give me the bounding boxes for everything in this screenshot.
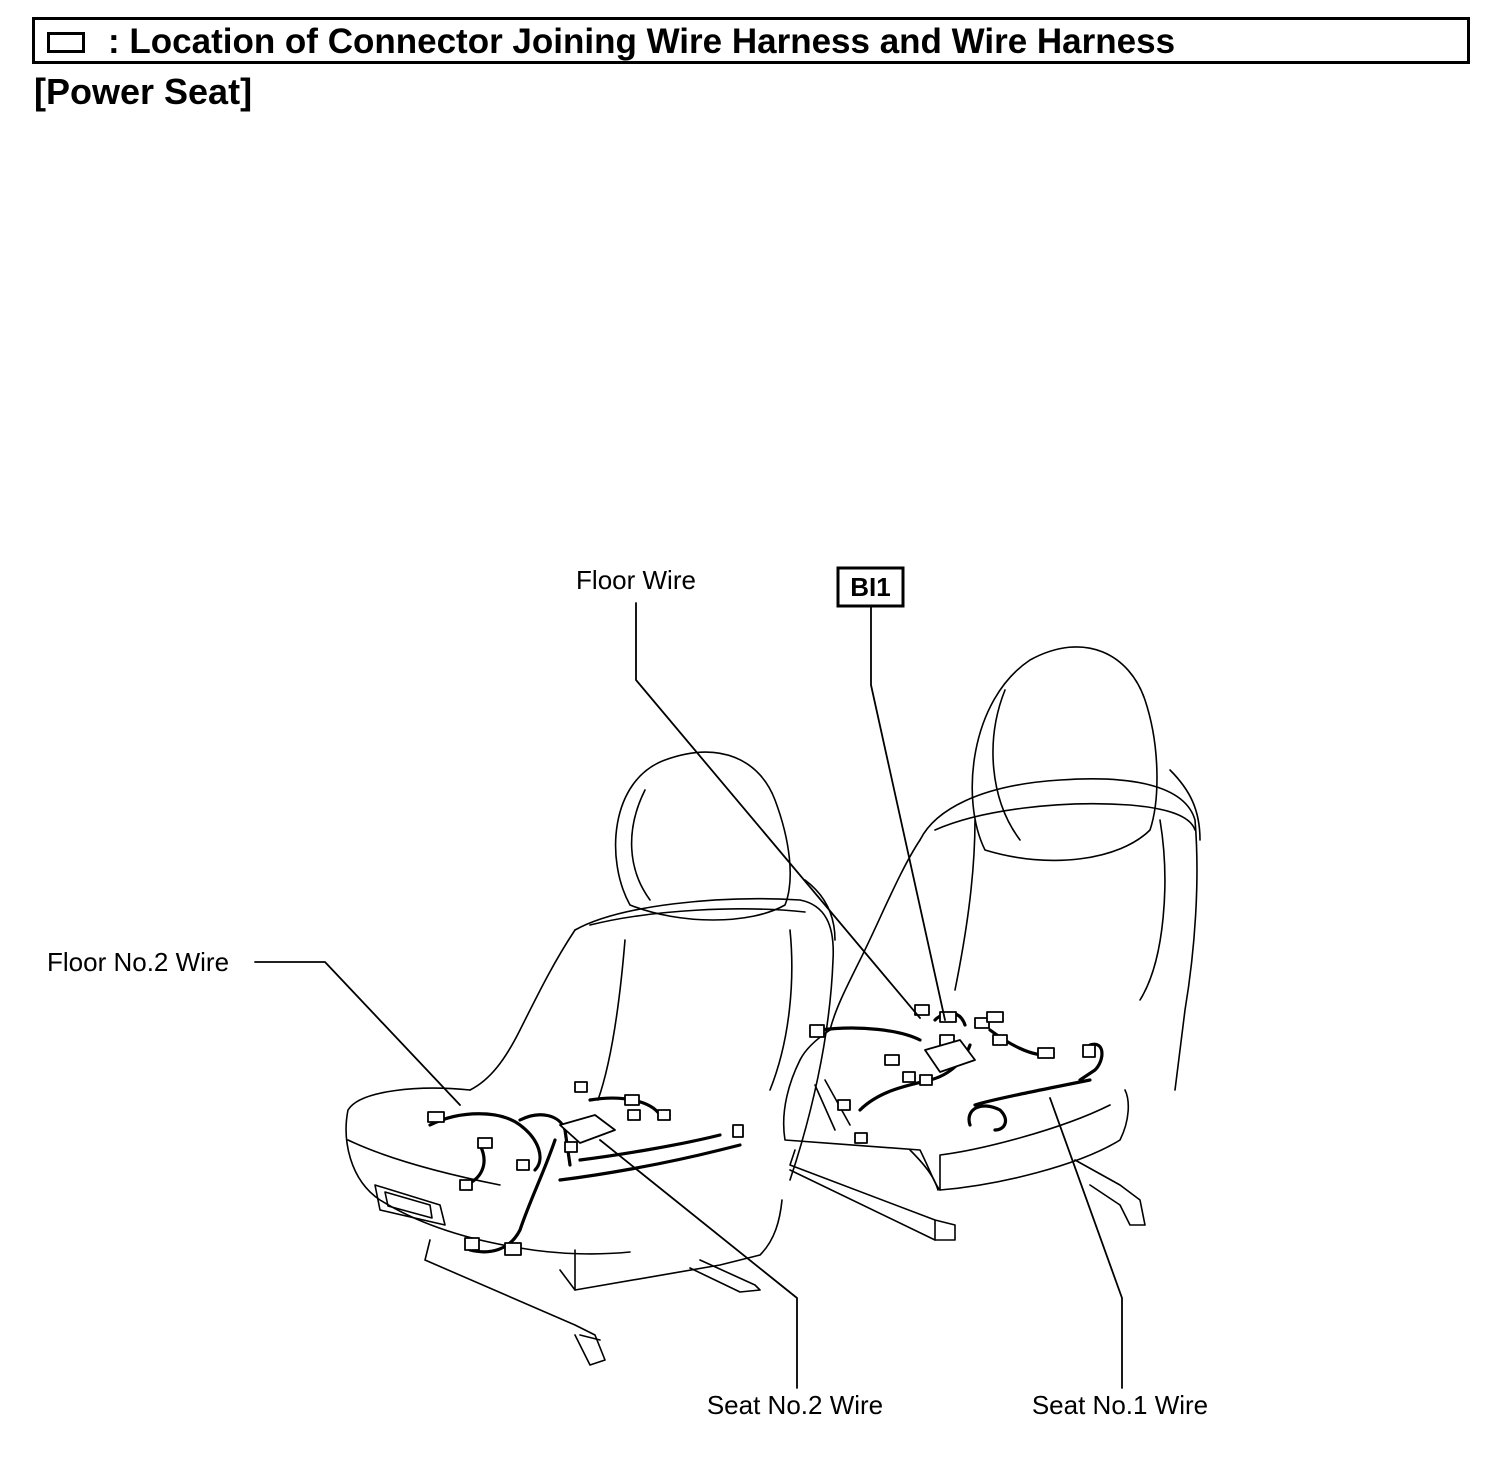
left-seat-drawing: [345, 751, 836, 1366]
leader-lines: [254, 602, 1123, 1389]
label-seat-no2-wire: Seat No.2 Wire: [707, 1390, 883, 1420]
page-title: : Location of Connector Joining Wire Har…: [108, 22, 1176, 61]
connectors-drawing: [427, 1004, 1096, 1256]
right-seat-drawing: [782, 646, 1201, 1241]
connector-code-box: [836, 566, 905, 608]
wire-harness-drawing: [428, 1011, 1104, 1254]
label-seat-no1-wire: Seat No.1 Wire: [1032, 1390, 1208, 1420]
section-title: [Power Seat]: [34, 71, 253, 112]
label-floor-wire: Floor Wire: [576, 565, 696, 595]
page-title-box: : Location of Connector Joining Wire Har…: [32, 17, 1470, 64]
connector-code-bi1: BI1: [850, 572, 890, 602]
rectangle-icon: [47, 32, 85, 53]
label-floor-no2-wire: Floor No.2 Wire: [47, 947, 229, 977]
